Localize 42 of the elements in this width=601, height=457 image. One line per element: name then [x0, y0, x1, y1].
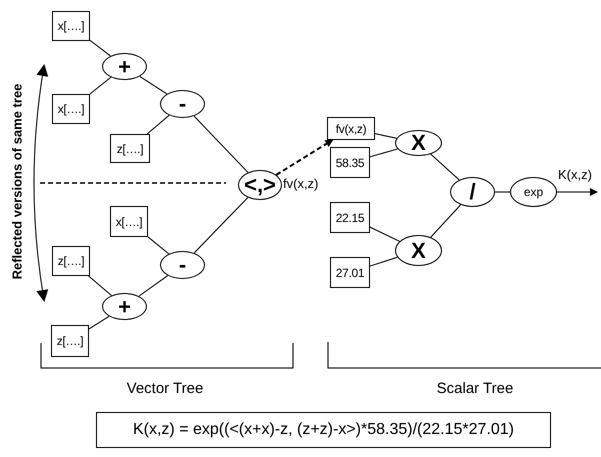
- connector-line: [139, 76, 168, 94]
- operator-ellipse: X: [395, 130, 442, 156]
- group-caption: Vector Tree: [126, 381, 204, 396]
- edge-label: K(x,z): [558, 168, 592, 181]
- group-caption: Scalar Tree: [436, 381, 514, 396]
- leaf-box: z[….]: [52, 246, 90, 276]
- leaf-box: 58.35: [330, 147, 370, 178]
- operator-ellipse: -: [160, 90, 205, 118]
- leaf-box: x[….]: [110, 206, 148, 237]
- connector-line: [146, 114, 170, 134]
- operator-ellipse: /: [450, 177, 495, 207]
- connector-line: [370, 226, 400, 242]
- axis-caption: Reflected versions of same tree: [10, 82, 24, 282]
- connector-line: [370, 256, 398, 267]
- connector-line: [430, 204, 462, 238]
- arrow: [556, 188, 598, 196]
- formula-box: K(x,z) = exp((<(x+x)-z, (z+z)-x>)*58.35)/(22.15*27.01): [96, 412, 551, 448]
- leaf-box: z[….]: [51, 325, 89, 357]
- connector-line: [88, 316, 110, 330]
- arrow: [276, 139, 334, 176]
- connector-line: [194, 116, 248, 173]
- connector-line: [90, 40, 112, 56]
- operator-ellipse: +: [102, 293, 147, 320]
- leaf-box: fv(x,z): [327, 117, 375, 140]
- connector-line: [148, 236, 170, 254]
- node-caption: fv(x,z): [283, 177, 318, 190]
- connector-line: [194, 197, 248, 254]
- leaf-box: x[….]: [52, 11, 90, 41]
- leaf-box: x[….]: [52, 94, 90, 124]
- connector-line: [370, 148, 398, 158]
- operator-ellipse: X: [395, 235, 442, 266]
- leaf-box: 22.15: [330, 202, 370, 233]
- leaf-box: z[….]: [110, 134, 150, 163]
- connector-line: [88, 276, 112, 296]
- function-ellipse: exp: [510, 177, 557, 207]
- operator-ellipse: -: [160, 251, 205, 279]
- connector-line: [374, 133, 398, 139]
- connector-line: [138, 275, 168, 297]
- leaf-box: 27.01: [330, 257, 370, 288]
- connector-line: [430, 154, 460, 180]
- operator-ellipse: +: [102, 53, 147, 80]
- connector-line: [89, 76, 112, 94]
